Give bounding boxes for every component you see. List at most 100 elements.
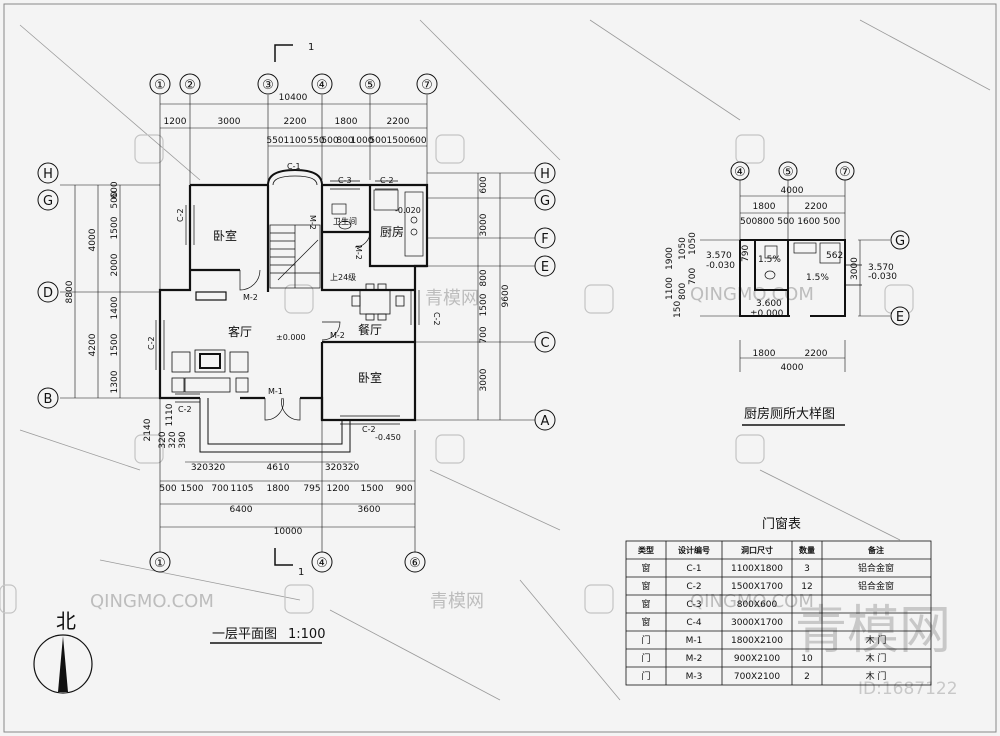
detail-misc: 562 [826,251,843,261]
dim-bottom2: 3600 [358,505,381,515]
table-title: 门窗表 [762,516,801,532]
section-mark-top: 1 [308,42,314,53]
dim-top: 2200 [387,117,410,127]
table-cell: 窗 [641,616,650,628]
label-m2: M-2 [308,215,317,230]
plan-dimensions-vertical: 8800 4000 4200 600 500 1500 2000 1400 15… [65,176,511,448]
table-header: 设计编号 [678,545,710,555]
dim-left-sub: 1500 [110,216,120,239]
label-c2: C-2 [147,336,156,350]
dim-left-sub: 1500 [110,333,120,356]
detail-plan [700,161,910,372]
dim-sub: 800 [336,136,353,146]
label-c1: C-1 [287,162,301,171]
table-cell: 木 门 [866,670,887,682]
axis-bottom-4: ④ [316,556,328,571]
room-kitchen: 厨房 [380,224,404,239]
detail-level: -0.030 [706,261,735,271]
table-cell: M-2 [686,654,703,664]
level-living: ±0.000 [276,333,306,342]
table-cell: 窗 [641,562,650,574]
table-cell: 铝合金窗 [858,562,894,574]
plan-title: 一层平面图 [212,627,277,642]
table-cell: C-1 [686,564,701,574]
floor-plan [60,44,535,566]
table-header: 备注 [867,545,884,555]
dim-left-sub: 500 [110,191,120,208]
detail-left-dim: 1900 [665,247,675,270]
dim-right: 600 [479,176,489,193]
axis-right-c: C [540,336,549,351]
table-header: 类型 [638,545,654,555]
detail-overall: 4000 [781,186,804,196]
room-living: 客厅 [228,324,252,339]
axis-left-h: H [43,167,53,182]
dim-bottom: 1500 [181,484,204,494]
axis-left-b: B [44,392,53,407]
dim-left-sub: 2000 [110,253,120,276]
detail-right-dim: 3000 [850,257,860,280]
table-cell: M-1 [686,636,703,646]
label-c2: C-2 [432,312,441,326]
north-label: 北 [56,609,76,633]
dim-left-low: 1110 [165,403,175,426]
detail-left-dim: 1050 [688,232,698,255]
table-cell: 700X2100 [734,672,781,682]
dim-bottom: 900 [395,484,412,494]
dim-right: 3000 [479,213,489,236]
table-cell: 800X600 [737,600,778,610]
level-out: -0.450 [375,433,401,442]
dim-top: 2200 [284,117,307,127]
detail-bottom-dim: 1800 [753,349,776,359]
dim-left-low: 2140 [143,418,153,441]
axis-right-f: F [541,232,548,247]
dim-top: 1200 [164,117,187,127]
dim-bottom: 1105 [231,484,254,494]
element-labels: C-1 C-2 C-3 C-2 C-2 C-2 C-2 C-2 M-1 M-2 … [147,42,441,578]
detail-left-dim: 1050 [678,237,688,260]
watermark-id: ID:1687122 [858,679,958,699]
detail-title: 厨房厕所大样图 [744,406,835,422]
table-cell: 铝合金窗 [858,580,894,592]
detail-level: 3.570 [706,251,732,261]
axis-top-4: ④ [316,78,328,93]
room-bedroom: 卧室 [213,228,237,243]
dim-bottom-small: 320320 [191,463,226,473]
dim-top: 1800 [335,117,358,127]
table-cell: 窗 [641,580,650,592]
axis-top-5: ⑤ [364,78,376,93]
label-m1: M-1 [268,387,283,396]
diagonal-lines [19,19,991,701]
plan-scale: 1:100 [288,627,325,642]
axis-top-7: ⑦ [421,78,433,93]
detail-axis-4: ④ [734,165,746,180]
detail-level: 3.600 [756,299,782,309]
dim-sub: 500 [321,136,338,146]
dim-left-overall: 8800 [65,280,75,303]
detail-axis-g: G [895,234,905,249]
dim-right: 3000 [479,368,489,391]
dim-right: 1500 [479,293,489,316]
dim-right-overall: 9600 [501,284,511,307]
dim-bottom: 1500 [361,484,384,494]
label-c3: C-3 [338,176,352,185]
detail-misc: 790 [741,245,751,262]
detail-left-dim: 1100 [665,277,675,300]
detail-slope: 1.5% [806,273,829,283]
dim-sub: 550 [266,136,283,146]
table-cell: 3000X1700 [731,618,783,628]
detail-bottom-overall: 4000 [781,363,804,373]
dim-bottom: 795 [303,484,320,494]
room-wc: 卫生间 [333,216,357,226]
table-cell: 门 [641,634,650,646]
dim-top: 3000 [218,117,241,127]
dim-left-sub: 600 [110,181,120,198]
table-cell: 1800X2100 [731,636,783,646]
axis-top-2: ② [184,78,196,93]
watermark-text: QINGMO.COM [690,284,814,305]
room-bedroom: 卧室 [358,370,382,385]
axis-bubbles [37,73,556,573]
table-cell: C-2 [686,582,701,592]
axis-right-a: A [541,414,550,429]
